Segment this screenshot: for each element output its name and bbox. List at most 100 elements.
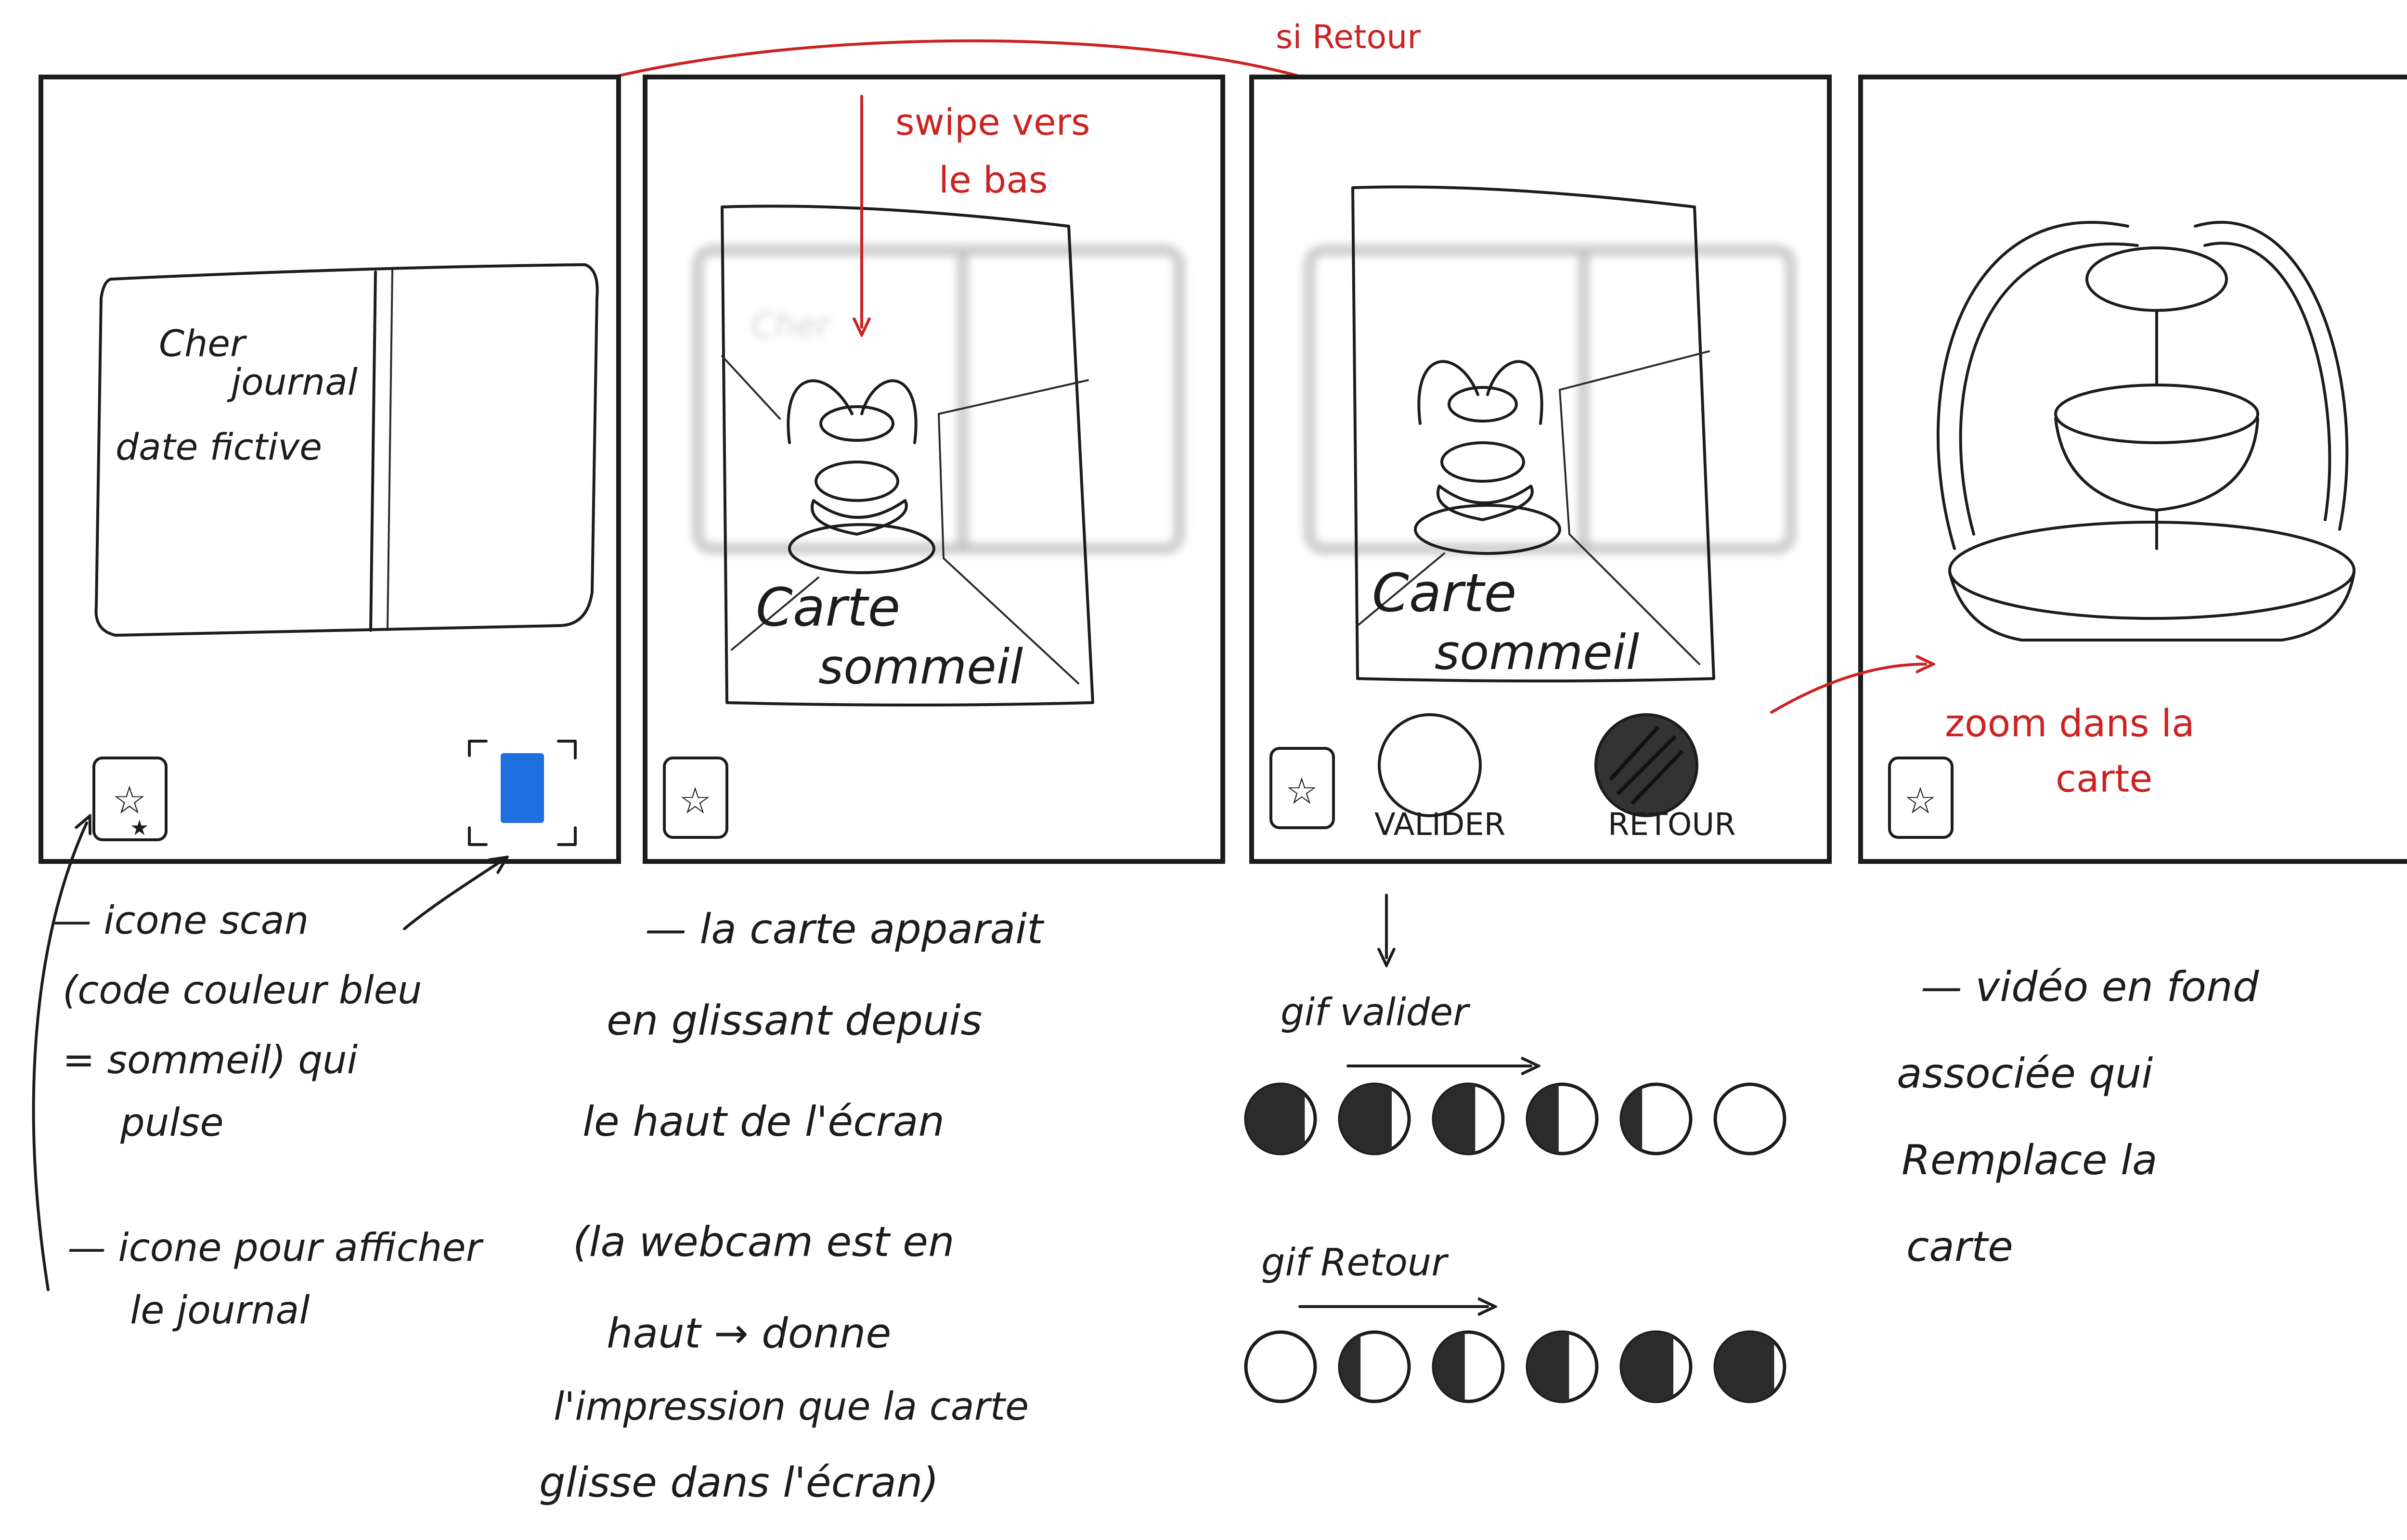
fountain-mid-bowl-rim (2054, 384, 2259, 444)
star-icon: ☆ (1285, 770, 1318, 812)
gif-frame-fill (1434, 1332, 1465, 1401)
blurred-journal-text: Cher (751, 306, 832, 345)
card-note-line-7: glisse dans l'écran) (539, 1459, 939, 1507)
screen-frame (643, 75, 1225, 864)
back-button[interactable]: RETOUR (1594, 713, 1736, 843)
blurred-journal (692, 244, 1186, 555)
video-note-line-1: — vidéo en fond (1921, 963, 2259, 1011)
card-sketch-line (721, 355, 781, 420)
gif-frame-fill (1434, 1084, 1475, 1154)
journal-button[interactable]: ☆ (663, 757, 728, 839)
validate-circle[interactable] (1378, 713, 1482, 817)
card-sketch-line (938, 379, 1089, 684)
screen-frame (39, 75, 621, 864)
notes-column-2: — la carte apparait en glissant depuis l… (539, 905, 1045, 1507)
card-note-line-4: (la webcam est en (573, 1218, 955, 1266)
back-circle-hatching (1609, 725, 1684, 805)
scan-bracket-br (557, 826, 577, 846)
gif-frame (1338, 1330, 1411, 1403)
scan-bracket-tr (557, 740, 577, 759)
zoom-arrow (1770, 664, 1926, 714)
fountain-arc (1417, 360, 1479, 425)
fountain-drawing (1414, 360, 1561, 555)
card-sketch-line (731, 577, 819, 651)
fountain-mid-bowl (815, 461, 899, 502)
card-title-line-1: Carte (1372, 562, 1516, 624)
gif-frame-fill (1527, 1084, 1559, 1154)
notes-column-3: gif valider gif Retour (1244, 894, 1786, 1403)
back-label: RETOUR (1608, 807, 1736, 843)
card-outline (721, 205, 1094, 706)
sleep-card: Carte sommeil (721, 205, 1094, 706)
gif-frame (1713, 1330, 1786, 1403)
journal-button[interactable]: ☆ (1888, 757, 1954, 839)
card-title-line-2: sommeil (818, 639, 1023, 695)
gif-frame-fill (1527, 1332, 1569, 1401)
journal-button-frame[interactable] (92, 757, 168, 841)
panel-card-appears: Cher Carte sommeil swipe vers le bas ☆ (643, 75, 1225, 864)
video-note-line-2: associée qui (1897, 1050, 2153, 1098)
fountain-base-bowl (1436, 485, 1534, 521)
small-star-icon: ★ (130, 816, 149, 840)
gif-frame (1338, 1082, 1411, 1155)
swipe-annotation-line-1: swipe vers (895, 101, 1090, 143)
validate-button[interactable]: VALIDER (1374, 713, 1505, 843)
scan-note-line-4: pulse (120, 1100, 224, 1145)
journal-button-frame[interactable] (1269, 747, 1335, 829)
journal-button-frame[interactable] (663, 757, 728, 839)
scan-blue-card[interactable] (501, 753, 544, 823)
card-sketch-line (1559, 350, 1710, 665)
journal-spine-line (387, 270, 393, 629)
fountain-mid-bowl (1440, 441, 1525, 483)
gif-frame (1526, 1330, 1599, 1403)
card-note-line-1: — la carte apparait (645, 905, 1045, 953)
gif-frame (1713, 1082, 1786, 1155)
journal-note-pointer (32, 823, 87, 1291)
open-journal: Cher journal date fictive (94, 263, 599, 637)
blurred-journal-background (1303, 244, 1797, 555)
fountain-pool (1414, 504, 1561, 555)
journal-text-line-2: journal (227, 360, 358, 403)
video-note-line-4: carte (1906, 1223, 2013, 1271)
journal-text-line-1: Cher (159, 322, 247, 365)
screen-frame (1858, 75, 2407, 864)
gif-validate-label: gif valider (1281, 991, 1471, 1034)
gif-back-label: gif Retour (1261, 1241, 1449, 1284)
fountain-top-bowl (1448, 386, 1518, 423)
gif-frame-fill (1246, 1084, 1305, 1154)
star-icon: ☆ (112, 778, 147, 822)
sleep-card: Carte sommeil (1351, 185, 1715, 682)
star-icon: ☆ (679, 779, 712, 822)
card-note-line-2: en glissant depuis (607, 997, 982, 1045)
gif-frame-circle (1244, 1330, 1317, 1403)
gif-frame (1619, 1082, 1693, 1155)
fountain-top-bowl (819, 405, 894, 442)
card-sketch-line (1357, 552, 1445, 627)
journal-note-line-2: le journal (130, 1288, 310, 1333)
scan-bracket-tl (468, 740, 488, 757)
notes-column-1: — icone scan (code couleur bleu = sommei… (32, 823, 501, 1333)
journal-button[interactable]: ☆ ★ (92, 757, 168, 841)
zoom-annotation-line-2: carte (2056, 757, 2152, 801)
panel-zoom-screen: ☆ zoom dans la carte (1770, 75, 2407, 864)
journal-spine (369, 270, 377, 632)
fountain-water-arc (2203, 242, 2331, 521)
gif-back-frames (1244, 1330, 1786, 1403)
card-note-line-6: l'impression que la carte (554, 1384, 1029, 1429)
journal-button-frame[interactable] (1888, 757, 1954, 839)
scan-note-line-2: (code couleur bleu (63, 968, 422, 1013)
journal-note-line-1: — icone pour afficher (67, 1225, 484, 1270)
scan-icon[interactable] (468, 740, 577, 846)
journal-button[interactable]: ☆ (1269, 747, 1335, 829)
card-note-line-5: haut → donne (607, 1309, 891, 1358)
gif-frame-fill (1715, 1332, 1774, 1401)
panel-journal-screen: Cher journal date fictive ☆ ★ (39, 75, 621, 864)
gif-frame-fill (1340, 1332, 1361, 1401)
gif-frame (1432, 1082, 1505, 1155)
scan-note-line-1: — icone scan (53, 898, 309, 943)
fountain-water-arc (2194, 221, 2349, 531)
gif-frame (1432, 1330, 1505, 1403)
fountain-pool (1948, 571, 2355, 642)
fountain-pool-rim (1948, 521, 2355, 620)
fountain-base-bowl (810, 499, 908, 536)
